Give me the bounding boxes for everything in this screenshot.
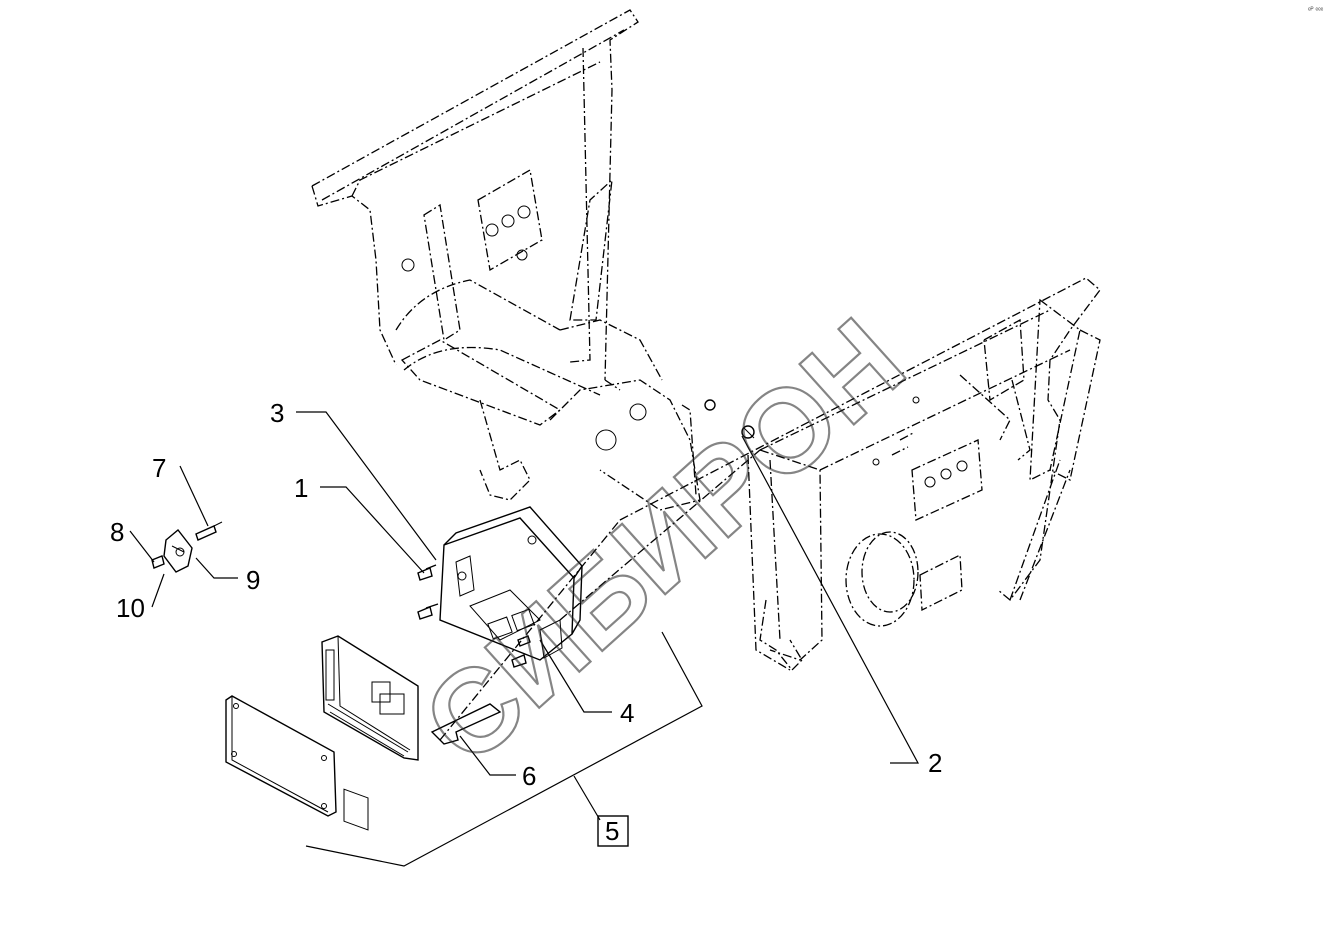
callout-4: 4 (620, 698, 634, 728)
callout-2: 2 (928, 748, 942, 778)
corner-mark: ᵉᴾ ᵉᵉᵉ (1308, 7, 1324, 14)
gasket (430, 703, 502, 745)
callout-5-box (597, 815, 629, 847)
control-box (417, 506, 583, 668)
callout-10: 10 (116, 593, 145, 623)
leader-lines (129, 411, 920, 867)
callout-6: 6 (522, 761, 536, 791)
callout-5: 5 (605, 816, 619, 846)
callout-labels: 3 1 7 8 9 10 4 6 2 5 (110, 398, 942, 847)
watermark: СИБИРОН (399, 294, 929, 789)
callout-3: 3 (270, 398, 284, 428)
mounting-clip (151, 521, 223, 573)
circuit-board (321, 635, 419, 831)
cover-plate (225, 695, 337, 817)
callout-1: 1 (294, 473, 308, 503)
bolt-fastener (704, 399, 755, 439)
frame-outline (311, 9, 1101, 741)
callout-7: 7 (152, 453, 166, 483)
callout-8: 8 (110, 517, 124, 547)
screw-fasteners (417, 564, 531, 668)
callout-9: 9 (246, 565, 260, 595)
